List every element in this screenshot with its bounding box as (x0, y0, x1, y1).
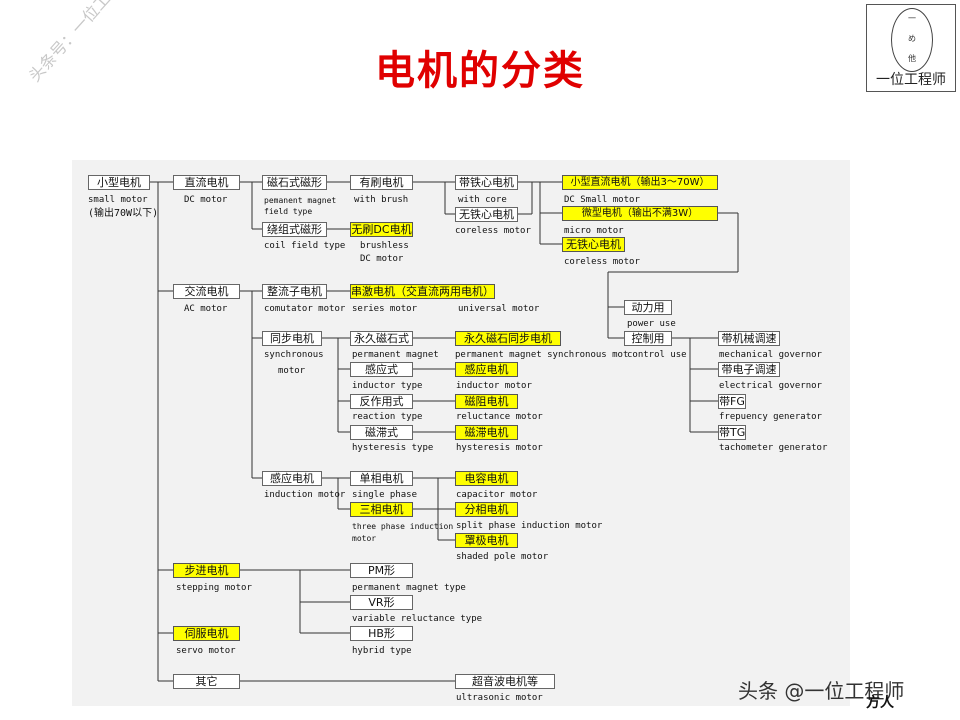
label-hysteresis-motor: hysteresis motor (456, 443, 543, 453)
label-tg: tachometer generator (719, 443, 828, 453)
node-coreless-motor-2: 无铁心电机 (562, 237, 625, 252)
node-vr-shape: VR形 (350, 595, 413, 610)
label-inductor-type: inductor type (352, 381, 423, 391)
label-servo-motor: servo motor (176, 646, 236, 656)
node-single-phase: 单相电机 (350, 471, 413, 486)
node-control-use: 控制用 (624, 331, 672, 346)
label-shaded-pole-motor: shaded pole motor (456, 552, 549, 562)
node-stepping-motor: 步进电机 (173, 563, 240, 578)
label-coreless-motor: coreless motor (455, 226, 531, 236)
node-three-phase: 三相电机 (350, 502, 413, 517)
node-reaction-type: 反作用式 (350, 394, 413, 409)
label-coil-field: coil field type (264, 241, 346, 251)
node-coreless-motor: 无铁心电机 (455, 207, 518, 222)
label-small-motor: small motor (88, 195, 148, 205)
label-power-use: power use (627, 319, 676, 329)
node-power-use: 动力用 (624, 300, 672, 315)
node-split-phase-motor: 分相电机 (455, 502, 518, 517)
node-hb-shape: HB形 (350, 626, 413, 641)
node-other: 其它 (173, 674, 240, 689)
label-ultrasonic-motor: ultrasonic motor (456, 693, 543, 703)
label-capacitor-motor: capacitor motor (456, 490, 538, 500)
label-split-phase-motor: split phase induction motor (456, 521, 603, 531)
node-small-dc-motor: 小型直流电机（输出3～70W） (562, 175, 718, 190)
label-brushless-1: brushless (360, 241, 409, 251)
node-servo-motor: 伺服电机 (173, 626, 240, 641)
node-electrical-governor: 带电子调速 (718, 362, 780, 377)
node-hysteresis-type: 磁滞式 (350, 425, 413, 440)
label-reluctance-motor: reluctance motor (456, 412, 543, 422)
label-small-dc-motor: DC Small motor (564, 195, 640, 205)
label-series-motor: series motor (352, 304, 418, 314)
node-commutator-motor: 整流子电机 (262, 284, 327, 299)
node-pm-shape: PM形 (350, 563, 413, 578)
label-pm-field-2: field type (264, 207, 313, 216)
label-small-motor-output: (输出70W以下) (88, 208, 159, 219)
node-small-motor: 小型电机 (88, 175, 150, 190)
label-permanent-magnet: permanent magnet (352, 350, 439, 360)
label-commutator-motor: comutator motor (264, 304, 346, 314)
node-brushless-dc: 无刷DC电机 (350, 222, 413, 237)
node-hysteresis-motor: 磁滞电机 (455, 425, 518, 440)
label-micro-motor: micro motor (564, 226, 624, 236)
node-ac-motor: 交流电机 (173, 284, 240, 299)
label-dc-motor: DC motor (184, 195, 228, 205)
label-brush-motor: with brush (354, 195, 409, 205)
label-fg: frepuency generator (719, 412, 822, 422)
logo-text: 一位工程师 (876, 72, 946, 88)
label-electrical-governor: electrical governor (719, 381, 822, 391)
node-iron-core-motor: 带铁心电机 (455, 175, 518, 190)
label-control-use: control use (627, 350, 687, 360)
node-dc-motor: 直流电机 (173, 175, 240, 190)
label-reaction-type: reaction type (352, 412, 423, 422)
label-pm-field-1: pemanent magnet (264, 196, 337, 205)
label-synchronous-1: synchronous (264, 350, 324, 360)
label-hysteresis-type: hysteresis type (352, 443, 434, 453)
label-coreless-motor-2: coreless motor (564, 257, 640, 267)
label-three-phase-1: three phase induction (352, 522, 454, 531)
logo: 一 め 他 一位工程师 (866, 4, 956, 92)
label-vr-shape: variable reluctance type (352, 614, 483, 624)
node-capacitor-motor: 电容电机 (455, 471, 518, 486)
node-pm-field: 磁石式磁形 (262, 175, 327, 190)
label-stepping-motor: stepping motor (176, 583, 252, 593)
node-inductor-type: 感应式 (350, 362, 413, 377)
node-coil-field: 绕组式磁形 (262, 222, 327, 237)
node-inductor-motor: 感应电机 (455, 362, 518, 377)
logo-seal-icon: 一 め 他 (891, 8, 933, 72)
label-universal-motor: universal motor (458, 304, 540, 314)
node-induction-motor: 感应电机 (262, 471, 322, 486)
label-three-phase-2: motor (352, 534, 377, 543)
watermark-footer-overlap: 方人 (866, 695, 894, 711)
watermark-footer: 头条 @一位工程师 (738, 679, 905, 703)
node-tg: 带TG (718, 425, 746, 440)
page-title: 电机的分类 (375, 48, 585, 94)
label-ac-motor: AC motor (184, 304, 228, 314)
label-single-phase: single phase (352, 490, 418, 500)
node-ultrasonic-motor: 超音波电机等 (455, 674, 555, 689)
label-brushless-2: DC motor (360, 254, 404, 264)
node-micro-motor: 微型电机（输出不满3W） (562, 206, 718, 221)
node-series-motor: 串激电机（交直流两用电机） (350, 284, 495, 299)
node-pm-synchronous-motor: 永久磁石同步电机 (455, 331, 561, 346)
node-mechanical-governor: 带机械调速 (718, 331, 780, 346)
node-synchronous-motor: 同步电机 (262, 331, 322, 346)
node-reluctance-motor: 磁阻电机 (455, 394, 518, 409)
label-inductor-motor: inductor motor (456, 381, 532, 391)
label-hb-shape: hybrid type (352, 646, 412, 656)
label-induction-motor: induction motor (264, 490, 346, 500)
node-fg: 带FG (718, 394, 746, 409)
label-mechanical-governor: mechanical governor (719, 350, 822, 360)
node-shaded-pole-motor: 罩极电机 (455, 533, 518, 548)
label-iron-core-motor: with core (458, 195, 507, 205)
label-pm-shape: permanent magnet type (352, 583, 466, 593)
node-brush-motor: 有刷电机 (350, 175, 413, 190)
label-synchronous-2: motor (278, 366, 306, 376)
node-permanent-magnet: 永久磁石式 (350, 331, 413, 346)
label-pm-synchronous-motor: permanent magnet synchronous mot (455, 350, 629, 360)
